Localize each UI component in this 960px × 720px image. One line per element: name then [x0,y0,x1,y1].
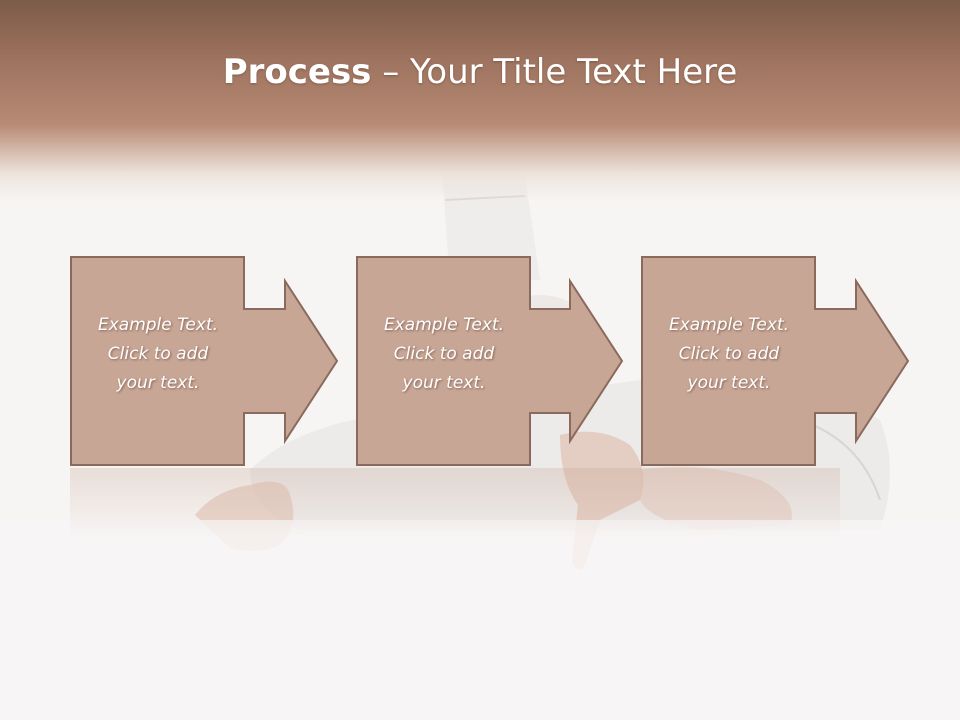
step-3-line-1: Example Text. [668,315,790,335]
header-band [0,0,960,200]
step-3-line-3: your text. [687,373,771,393]
step-2-line-1: Example Text. [383,315,505,335]
step-2-line-2: Click to add [393,344,495,364]
process-step-2-shape[interactable] [356,256,624,466]
process-step-3-text[interactable]: Example Text. Click to add your text. [642,311,816,398]
title-rest: – Your Title Text Here [371,52,738,92]
process-step-1-shape[interactable] [70,256,339,466]
step-1-line-2: Click to add [107,344,209,364]
process-step-3-shape[interactable] [641,256,910,466]
step-1-line-1: Example Text. [97,315,219,335]
step-1-line-3: your text. [116,373,200,393]
title-bold: Process [222,52,372,92]
process-step-2-text[interactable]: Example Text. Click to add your text. [357,311,531,398]
step-2-line-3: your text. [402,373,486,393]
slide-title[interactable]: Process – Your Title Text Here [0,52,960,92]
process-reflection [70,468,840,538]
step-3-line-2: Click to add [678,344,780,364]
process-step-1-text[interactable]: Example Text. Click to add your text. [71,311,245,398]
